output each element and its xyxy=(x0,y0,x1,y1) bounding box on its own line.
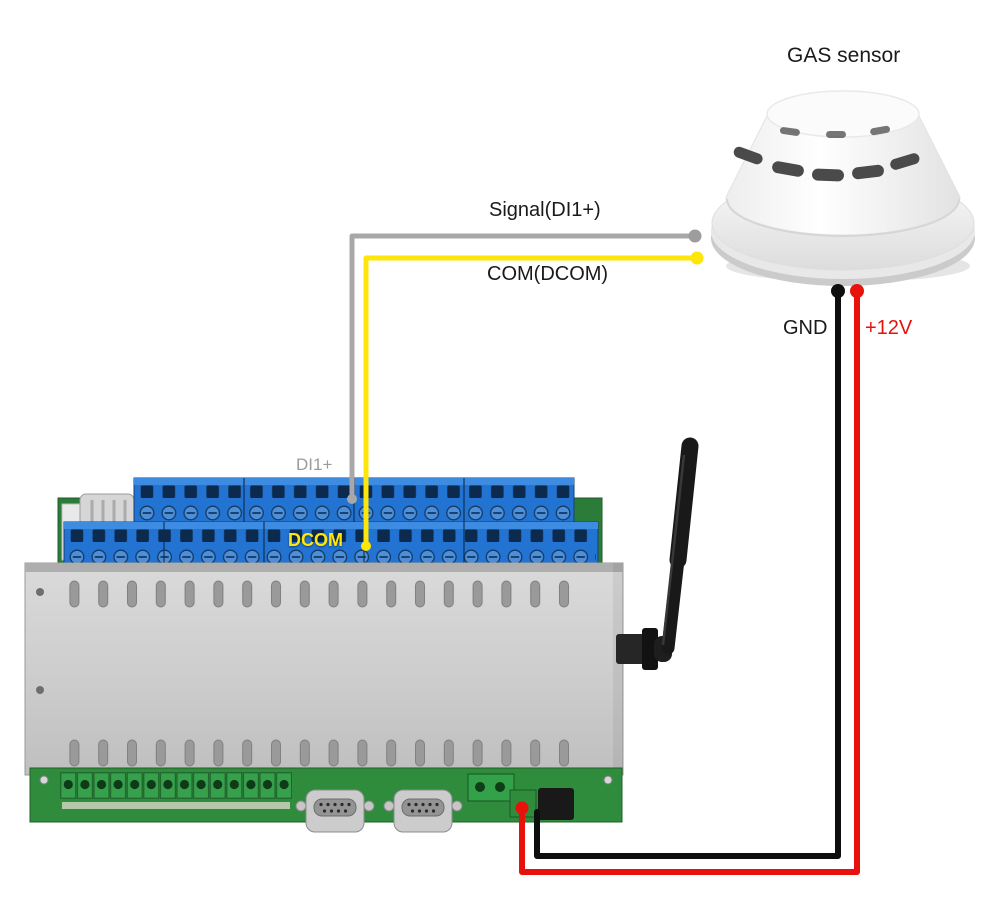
vent-slots-bottom xyxy=(60,738,581,769)
power-jack xyxy=(538,788,574,820)
db9-connector-2 xyxy=(383,789,463,833)
com-wire-board-dot xyxy=(361,541,371,551)
com-wire xyxy=(363,255,700,550)
vent-slots-top xyxy=(60,579,581,610)
screw-icon xyxy=(36,588,44,596)
controller-board xyxy=(24,437,699,833)
gnd-wire xyxy=(534,288,841,859)
wires xyxy=(347,229,864,875)
screw-icon xyxy=(39,775,49,785)
signal-wire xyxy=(349,233,698,503)
signal-wire-label: Signal(DI1+) xyxy=(489,199,601,221)
screw-icon xyxy=(603,775,613,785)
enclosure xyxy=(24,562,624,776)
signal-wire-sensor-dot xyxy=(688,229,702,243)
com-wire-sensor-dot xyxy=(690,251,704,265)
aux-terminal-block xyxy=(467,773,515,802)
dcom-terminal-label: DCOM xyxy=(288,530,343,550)
v12-wire-sensor-dot xyxy=(850,284,864,298)
v12-wire-label: +12V xyxy=(865,317,913,339)
v12-wire-board-dot xyxy=(515,801,529,815)
antenna xyxy=(616,437,699,670)
di1-terminal-label: DI1+ xyxy=(296,455,333,474)
sensor-vents xyxy=(733,125,920,182)
com-wire-label: COM(DCOM) xyxy=(487,263,609,285)
gas-sensor-label: GAS sensor xyxy=(787,44,901,67)
green-terminal-strip xyxy=(60,772,292,799)
terminal-row-lower xyxy=(63,521,599,570)
db9-connector-1 xyxy=(295,789,375,833)
bottom-pcb xyxy=(29,767,623,833)
gnd-wire-sensor-dot xyxy=(831,284,845,298)
v12-wire xyxy=(519,288,860,875)
screw-icon xyxy=(36,686,44,694)
signal-wire-board-dot xyxy=(347,494,357,504)
gas-sensor xyxy=(711,90,975,286)
gnd-wire-label: GND xyxy=(783,317,828,339)
